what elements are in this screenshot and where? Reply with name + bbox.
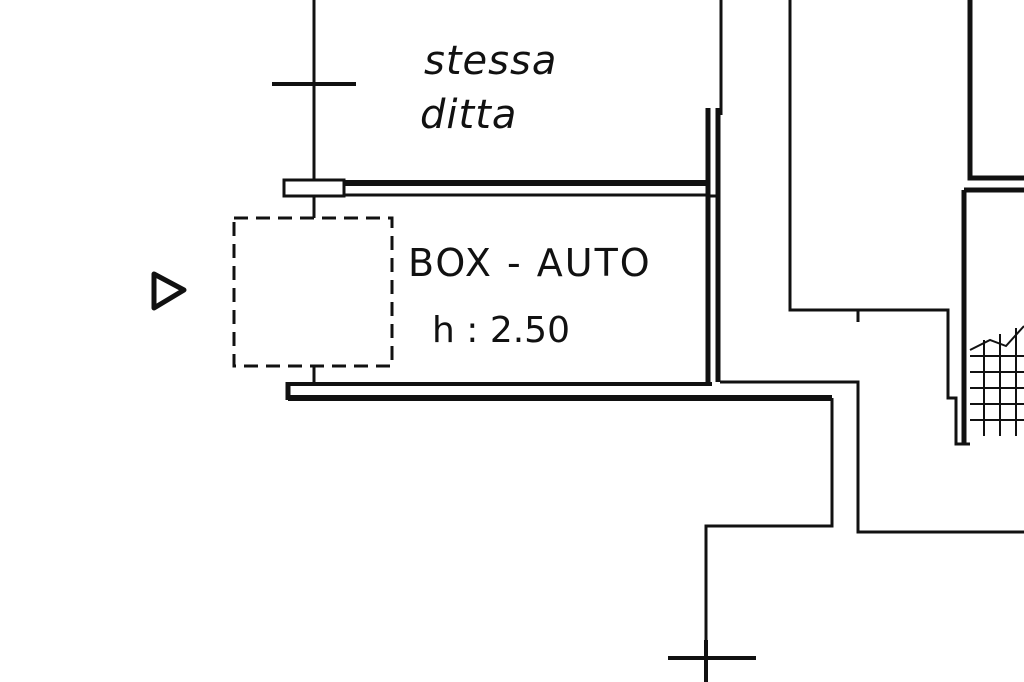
garage-bottom-wall xyxy=(285,382,832,401)
upper-left-partition xyxy=(272,0,356,180)
adjacent-rooms xyxy=(788,0,1024,446)
height-label: h : 2.50 xyxy=(432,310,570,351)
staircase xyxy=(969,325,1024,436)
building-outline xyxy=(668,380,1024,682)
neighbor-label-line1: stessa xyxy=(424,38,557,84)
room-label: BOX - AUTO xyxy=(408,241,652,285)
garage-top-wall xyxy=(282,178,708,218)
garage-right-wall xyxy=(705,108,721,382)
garage-door-dashed xyxy=(232,216,394,382)
neighbor-label-line2: ditta xyxy=(420,92,517,138)
entrance-triangle-icon xyxy=(151,271,187,311)
